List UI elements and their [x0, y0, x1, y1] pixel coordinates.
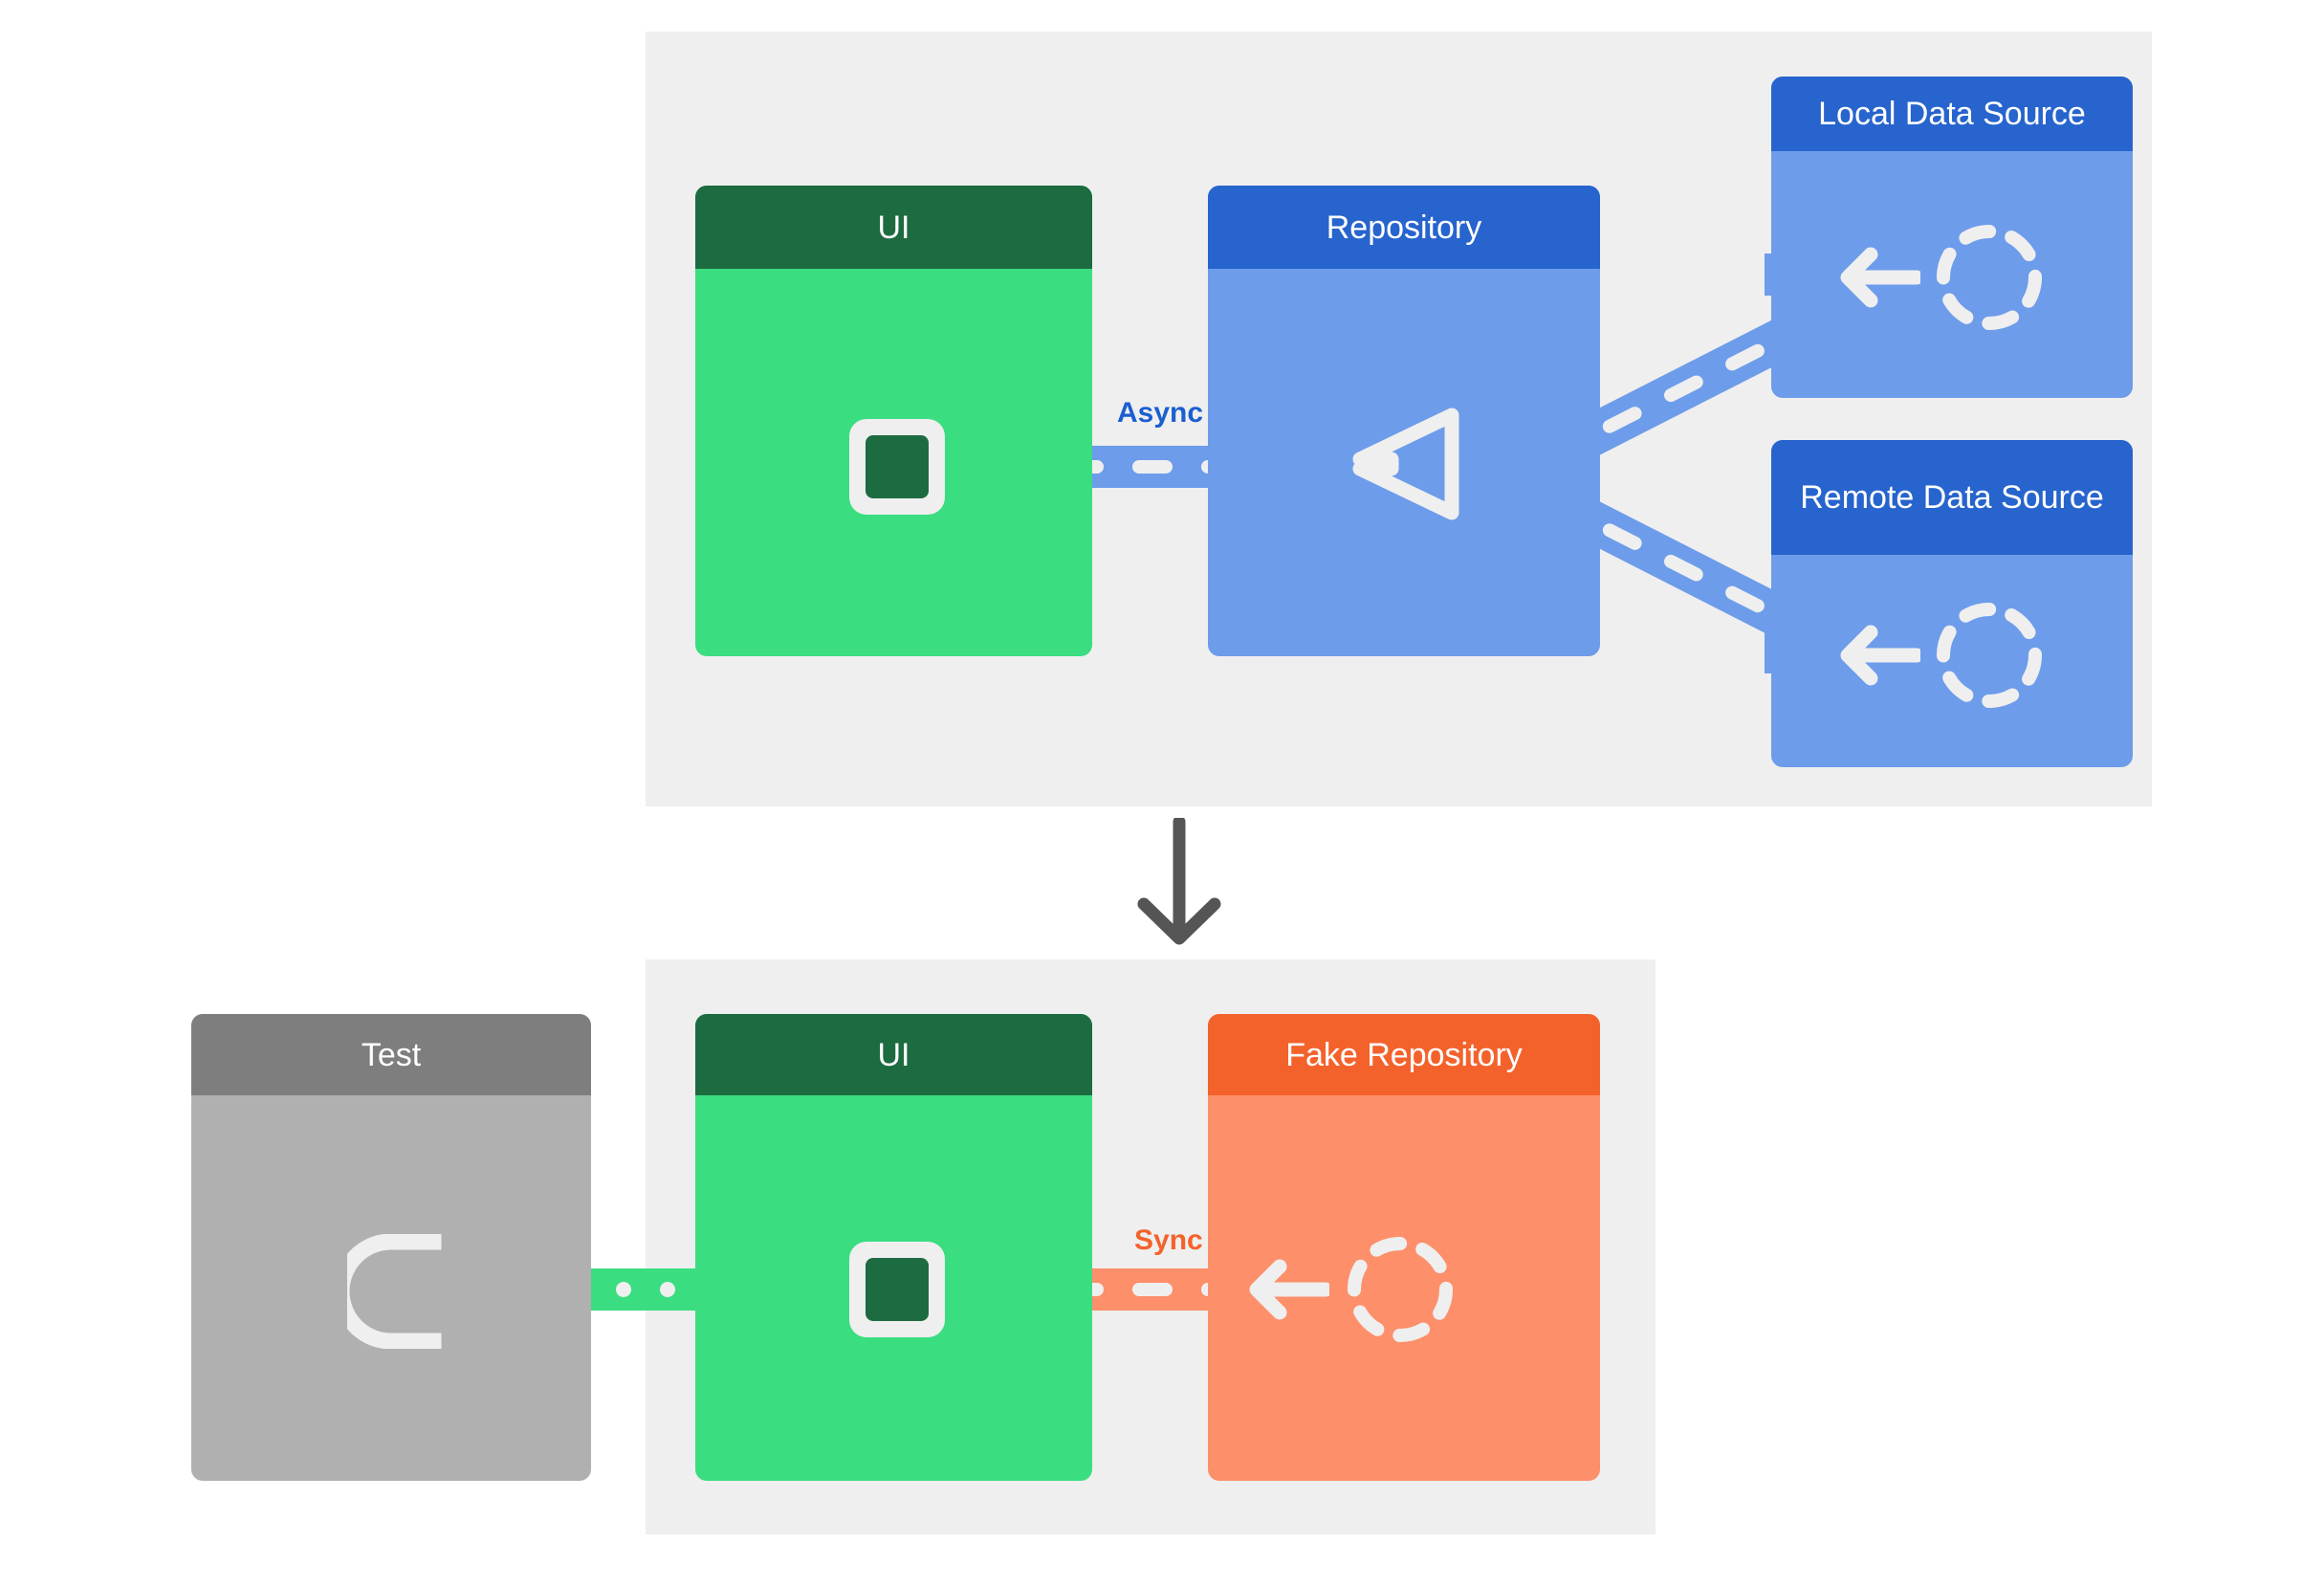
arrow-left-icon	[1834, 617, 1924, 694]
box-ui-test[interactable]: UI	[695, 1014, 1092, 1481]
dash	[1722, 342, 1767, 373]
box-header: UI	[695, 186, 1092, 269]
dash	[1600, 520, 1645, 553]
dash	[1600, 404, 1645, 436]
box-header: Repository	[1208, 186, 1600, 269]
dash	[1661, 373, 1706, 405]
box-repository[interactable]: Repository	[1208, 186, 1600, 656]
arrow-left-icon	[1243, 1251, 1333, 1328]
box-header: UI	[695, 1014, 1092, 1095]
async-label: Async	[1111, 397, 1210, 430]
plug-icon	[849, 419, 945, 515]
box-title: Local Data Source	[1818, 96, 2086, 132]
box-test[interactable]: Test	[191, 1014, 591, 1481]
plug-core	[866, 1258, 929, 1321]
dash	[1661, 552, 1706, 584]
box-title: UI	[877, 209, 910, 246]
dash-dot	[616, 1282, 631, 1297]
dashed-circle-icon	[1932, 598, 2047, 713]
dashed-circle-icon	[1932, 220, 2047, 335]
box-header: Fake Repository	[1208, 1014, 1600, 1095]
plug-icon	[849, 1242, 945, 1337]
dashed-circle-icon	[1343, 1232, 1458, 1347]
box-title: UI	[877, 1036, 910, 1073]
box-header: Local Data Source	[1771, 77, 2133, 151]
arrow-left-icon	[1834, 239, 1924, 316]
sync-label: Sync	[1129, 1224, 1209, 1257]
box-title: Repository	[1326, 209, 1482, 246]
arrow-down-icon	[1117, 815, 1241, 947]
dash	[1722, 584, 1767, 615]
socket-icon	[333, 1233, 443, 1350]
dash	[1132, 1283, 1173, 1296]
box-remote-data-source[interactable]: Remote Data Source	[1771, 440, 2133, 767]
dash-dot	[660, 1282, 675, 1297]
box-local-data-source[interactable]: Local Data Source	[1771, 77, 2133, 398]
box-title: Test	[361, 1036, 422, 1073]
box-header: Test	[191, 1014, 591, 1095]
box-title: Remote Data Source	[1800, 479, 2104, 516]
triangle-left-icon	[1339, 402, 1463, 526]
plug-core	[866, 435, 929, 498]
box-title: Fake Repository	[1285, 1036, 1523, 1073]
box-header: Remote Data Source	[1771, 440, 2133, 555]
dash	[1132, 460, 1173, 474]
